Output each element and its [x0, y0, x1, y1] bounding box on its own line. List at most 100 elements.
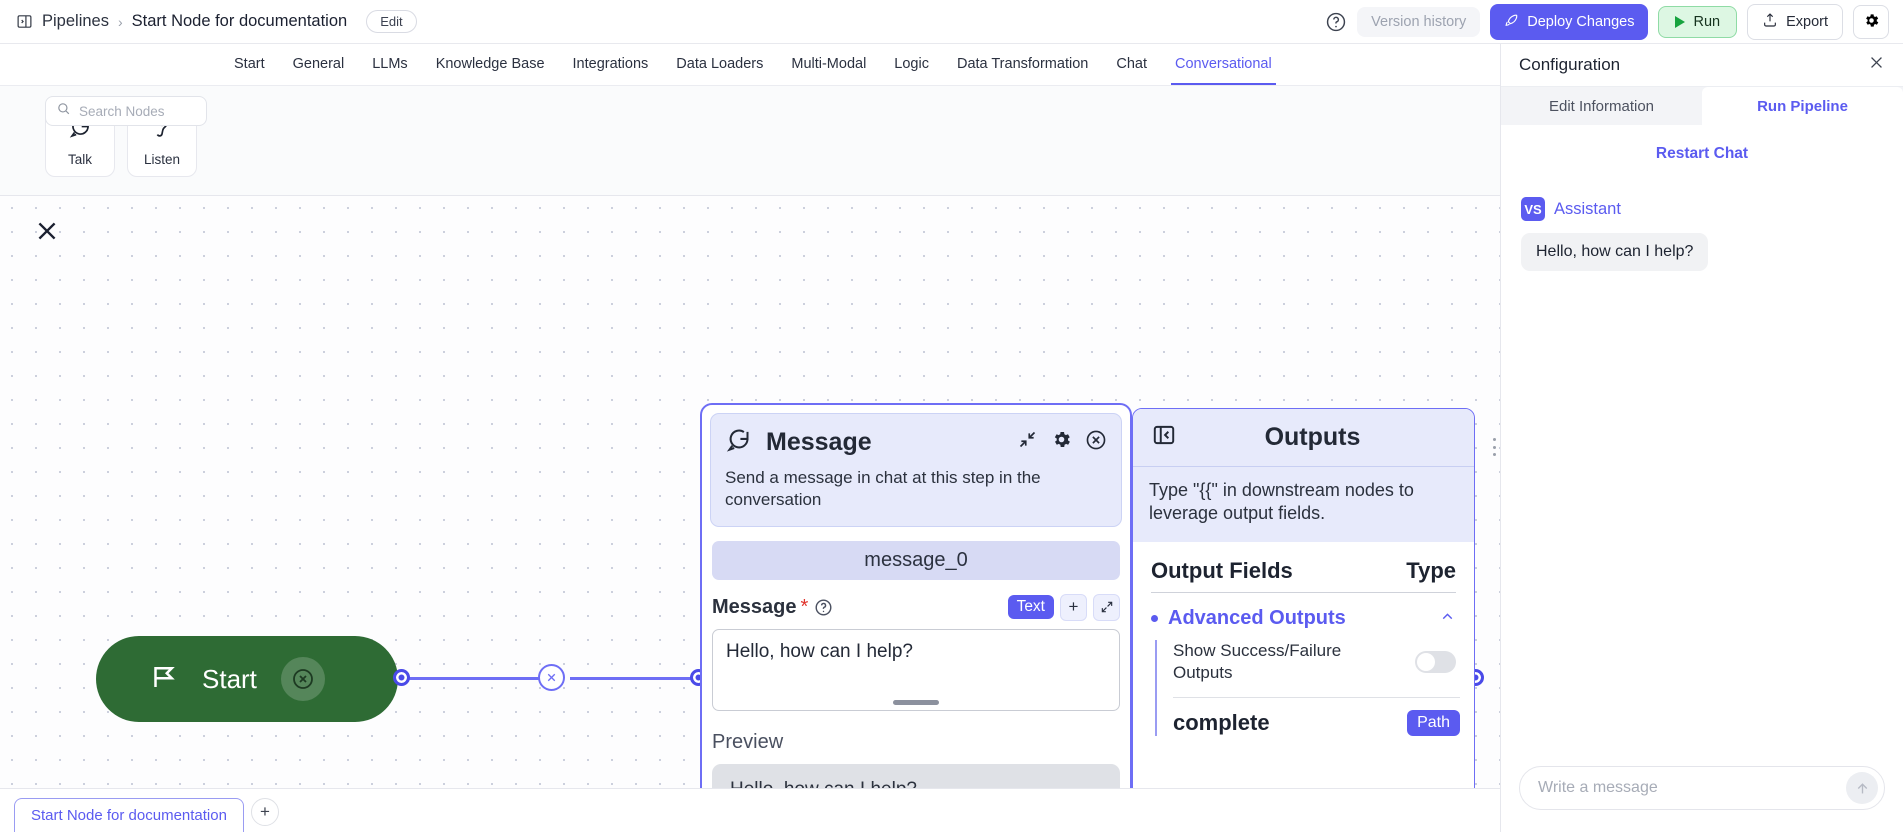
message-node[interactable]: Message: [700, 403, 1132, 788]
start-node[interactable]: Start: [96, 636, 398, 722]
node-tab-multi-modal[interactable]: Multi-Modal: [791, 56, 867, 72]
message-textarea[interactable]: Hello, how can I help?: [712, 628, 1120, 711]
send-button[interactable]: [1846, 772, 1878, 804]
node-tab-integrations[interactable]: Integrations: [572, 56, 649, 72]
edge-segment: [402, 677, 552, 680]
message-node-header-actions: [1017, 429, 1107, 456]
node-tab-data-transformation[interactable]: Data Transformation: [956, 56, 1089, 72]
gear-icon[interactable]: [1051, 429, 1072, 455]
top-bar: Pipelines › Start Node for documentation…: [0, 0, 1903, 44]
breadcrumb-separator: ›: [117, 13, 123, 30]
search-icon: [56, 101, 71, 121]
flag-icon: [148, 662, 178, 697]
panel-resize-handle[interactable]: [1493, 438, 1497, 456]
chat-input[interactable]: Write a message: [1519, 766, 1885, 810]
edge-delete-x-icon[interactable]: [538, 664, 565, 691]
outputs-table-header: Output Fields Type: [1133, 542, 1474, 584]
node-tab-start[interactable]: Start: [234, 56, 265, 72]
advanced-outputs-label: Advanced Outputs: [1168, 606, 1346, 629]
outputs-node[interactable]: Outputs Type "{{" in downstream nodes to…: [1132, 408, 1475, 788]
run-label: Run: [1693, 13, 1721, 30]
chat-input-placeholder: Write a message: [1538, 779, 1658, 796]
breadcrumb: Pipelines › Start Node for documentation…: [16, 10, 417, 33]
chat-transcript: VS Assistant Hello, how can I help?: [1501, 173, 1903, 752]
node-category-tabs: Start General LLMs Knowledge Base Integr…: [0, 44, 1500, 86]
collapse-icon[interactable]: [1017, 429, 1038, 455]
configuration-panel: Configuration Edit Information Run Pipel…: [1493, 44, 1903, 832]
preview-box: Hello, how can I help?: [712, 763, 1120, 788]
pipeline-tab-bar: Start Node for documentation +: [0, 788, 1500, 832]
bullet-icon: [1151, 614, 1158, 622]
chat-author: VS Assistant: [1521, 197, 1883, 221]
circle-x-icon[interactable]: [1085, 429, 1107, 456]
close-icon[interactable]: [1868, 54, 1885, 76]
pipeline-canvas[interactable]: Start: [0, 196, 1500, 788]
advanced-outputs-toggle-row[interactable]: Advanced Outputs: [1133, 593, 1474, 630]
run-button[interactable]: Run: [1658, 5, 1738, 38]
preview-label: Preview: [712, 730, 784, 753]
message-field-row: Message * Text +: [712, 593, 1120, 621]
panel-collapse-icon[interactable]: [1151, 422, 1177, 453]
output-field-row: complete Path: [1173, 710, 1460, 737]
breadcrumb-current: Start Node for documentation: [131, 12, 348, 30]
chat-message-bubble: Hello, how can I help?: [1521, 233, 1709, 271]
chat-composer: Write a message: [1501, 752, 1903, 832]
expand-field-button[interactable]: [1093, 593, 1120, 621]
node-palette: Talk Listen: [0, 86, 1500, 196]
node-tab-logic[interactable]: Logic: [894, 56, 929, 72]
palette-item-label: Talk: [67, 151, 92, 167]
configuration-tabs: Edit Information Run Pipeline: [1501, 87, 1903, 125]
search-placeholder: Search Nodes: [79, 103, 165, 119]
node-tab-llms[interactable]: LLMs: [372, 56, 408, 72]
node-tab-conversational[interactable]: Conversational: [1161, 45, 1286, 85]
edge-segment: [570, 677, 708, 680]
pipeline-tab[interactable]: Start Node for documentation: [14, 798, 244, 832]
play-icon: [1675, 15, 1686, 28]
show-success-failure-label: Show Success/Failure Outputs: [1173, 640, 1342, 682]
circle-x-icon[interactable]: [280, 657, 325, 701]
message-node-description: Send a message in chat at this step in t…: [725, 468, 1041, 510]
gear-icon: [1863, 12, 1880, 32]
deploy-changes-button[interactable]: Deploy Changes: [1490, 3, 1649, 40]
outputs-col-fields: Output Fields: [1151, 557, 1293, 583]
help-circle-icon[interactable]: [814, 598, 833, 617]
body-split: Start General LLMs Knowledge Base Integr…: [0, 44, 1903, 832]
export-label: Export: [1786, 13, 1828, 30]
node-tab-knowledge-base[interactable]: Knowledge Base: [435, 56, 545, 72]
pipeline-icon: [16, 13, 33, 30]
breadcrumb-root[interactable]: Pipelines: [42, 12, 109, 30]
node-tab-chat[interactable]: Chat: [1116, 56, 1147, 72]
node-tab-data-loaders[interactable]: Data Loaders: [676, 56, 764, 72]
edit-button[interactable]: Edit: [366, 10, 417, 33]
chevron-up-icon[interactable]: [1439, 608, 1456, 629]
export-button[interactable]: Export: [1747, 3, 1843, 40]
top-bar-actions: Version history Deploy Changes Run: [1325, 3, 1889, 40]
node-tab-general[interactable]: General: [292, 56, 345, 72]
output-field-name: complete: [1173, 710, 1270, 736]
version-history-button[interactable]: Version history: [1357, 6, 1481, 37]
upload-icon: [1762, 12, 1778, 32]
tab-run-pipeline[interactable]: Run Pipeline: [1702, 87, 1903, 125]
settings-button[interactable]: [1853, 4, 1889, 39]
field-type-chip[interactable]: Text: [1007, 595, 1054, 620]
restart-chat-button[interactable]: Restart Chat: [1655, 145, 1749, 162]
show-success-failure-toggle[interactable]: [1415, 650, 1456, 673]
speech-bubble-icon: [725, 426, 752, 458]
resize-handle[interactable]: [893, 699, 939, 705]
start-output-port[interactable]: [393, 669, 410, 686]
add-variable-button[interactable]: +: [1060, 593, 1087, 621]
outputs-node-title: Outputs: [1264, 423, 1361, 451]
search-input[interactable]: Search Nodes: [45, 96, 207, 126]
avatar: VS: [1521, 197, 1545, 221]
show-success-failure-row[interactable]: Show Success/Failure Outputs: [1173, 640, 1460, 684]
message-node-title: Message: [766, 427, 872, 456]
close-icon[interactable]: [34, 218, 60, 244]
outputs-node-header: Outputs: [1133, 409, 1474, 467]
chat-author-name: Assistant: [1554, 199, 1621, 218]
tab-edit-information[interactable]: Edit Information: [1548, 97, 1655, 115]
add-pipeline-tab-button[interactable]: +: [250, 798, 279, 826]
search-nodes-wrapper: Search Nodes: [45, 96, 207, 126]
message-field-actions: Text +: [1007, 593, 1120, 621]
help-circle-icon[interactable]: [1325, 11, 1347, 33]
